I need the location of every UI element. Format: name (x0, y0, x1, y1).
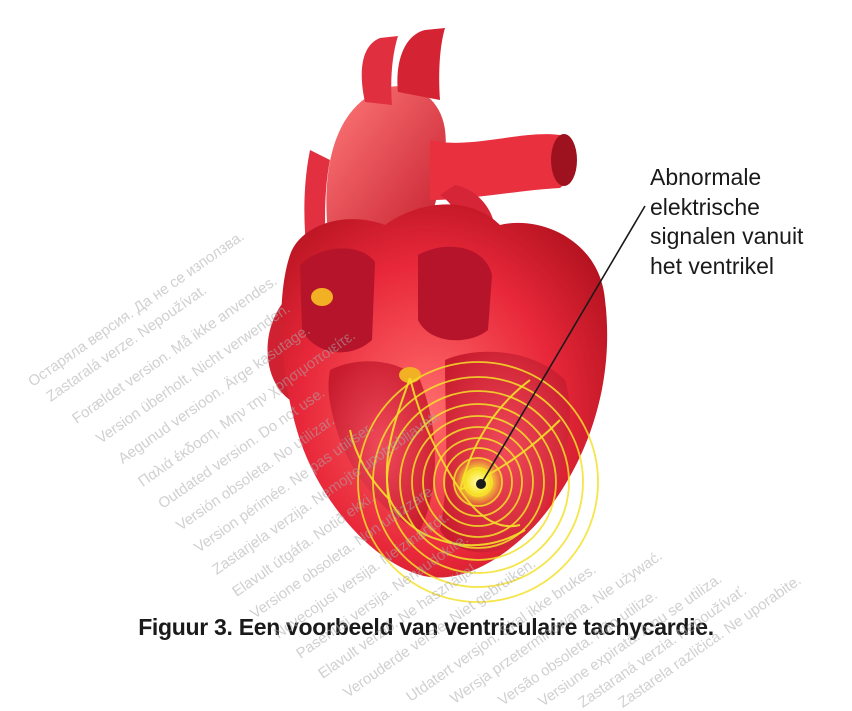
callout-line-3: signalen vanuit (650, 222, 803, 252)
callout-dot (476, 479, 486, 489)
callout-line-4: het ventrikel (650, 252, 803, 282)
callout-line-2: elektrische (650, 193, 803, 223)
callout-label: Abnormale elektrische signalen vanuit he… (650, 163, 803, 281)
callout-line-1: Abnormale (650, 163, 803, 193)
figure-caption: Figuur 3. Een voorbeeld van ventriculair… (0, 614, 852, 641)
